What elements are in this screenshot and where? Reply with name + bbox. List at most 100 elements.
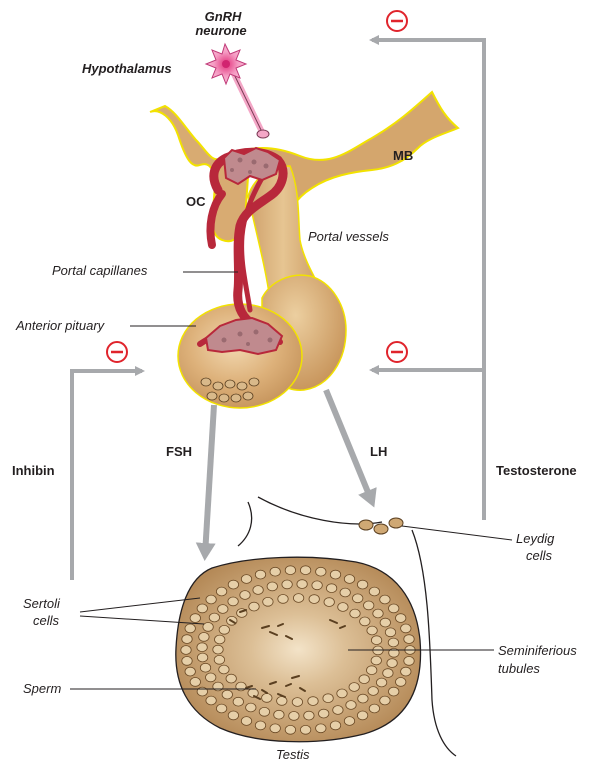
tubule-cell — [389, 604, 399, 613]
lh-label: LH — [370, 444, 387, 459]
tubule-cell — [241, 717, 251, 726]
tubule-cell — [300, 725, 310, 734]
tubule-cell — [368, 687, 378, 696]
tubule-cell — [367, 666, 377, 675]
tubule-cell — [308, 697, 318, 706]
tubule-cell — [219, 665, 229, 674]
tubule-cell — [383, 669, 393, 678]
tubule-cell — [364, 601, 374, 610]
tubule-cell — [389, 687, 399, 696]
tubule-cell — [182, 657, 192, 666]
tubule-cell — [326, 584, 336, 593]
tubule-cell — [270, 567, 280, 576]
tubule-cell — [185, 667, 195, 676]
tubule-cell — [369, 704, 379, 713]
inhibin-label: Inhibin — [12, 463, 55, 478]
tubule-cell — [197, 653, 207, 662]
inhibit-symbol-inhibin-icon — [107, 342, 127, 362]
tubule-cell — [270, 724, 280, 733]
tubule-cell — [404, 657, 414, 666]
tubule-cell — [228, 711, 238, 720]
tubule-cell — [215, 635, 225, 644]
inhibit-symbol-testosterone-pituitary-icon — [387, 342, 407, 362]
tubule-cell — [218, 605, 228, 614]
tubule-cell — [324, 598, 334, 607]
tubule-cell — [376, 678, 386, 687]
tubule-cell — [297, 580, 307, 589]
tubule-cell — [367, 626, 377, 635]
tubule-cell — [360, 617, 370, 626]
tubule-cell — [274, 710, 284, 719]
sertoli-label-line1: Sertoli — [23, 596, 60, 611]
tubule-cell — [369, 587, 379, 596]
tubule-cell — [249, 602, 259, 611]
tubule-cell — [206, 696, 216, 705]
gnrh-label-line1: GnRH — [188, 9, 258, 24]
tubule-cell — [181, 646, 191, 655]
tubule-cell — [259, 707, 269, 716]
tubule-cell — [396, 678, 406, 687]
tubule-cell — [292, 698, 302, 707]
tubule-cell — [380, 595, 390, 604]
tubule-cell — [236, 682, 246, 691]
tubule-cell — [285, 725, 295, 734]
tubule-cell — [388, 638, 398, 647]
tubule-cell — [357, 711, 367, 720]
scrotum-outline-left — [238, 502, 252, 546]
tubule-cell — [385, 628, 395, 637]
tubule-cell — [228, 580, 238, 589]
tubule-cell — [219, 625, 229, 634]
tubule-cell — [319, 709, 329, 718]
tubule-cell — [200, 663, 210, 672]
tubule-cell — [371, 636, 381, 645]
tubule-cell — [387, 659, 397, 668]
mb-label: MB — [393, 148, 413, 163]
tubule-cell — [214, 655, 224, 664]
tubule-cell — [216, 587, 226, 596]
testosterone-label: Testosterone — [496, 463, 577, 478]
gnrh-neurone-icon — [206, 44, 269, 138]
tubule-cell — [304, 711, 314, 720]
tubule-cell — [330, 570, 340, 579]
tubule-cell — [312, 581, 322, 590]
tubule-cell — [338, 603, 348, 612]
tubule-cell — [359, 675, 369, 684]
tubule-cell — [293, 594, 303, 603]
tubule-cell — [255, 721, 265, 730]
tubule-cell — [285, 566, 295, 575]
tubule-cell — [401, 667, 411, 676]
leydig-label-line2: cells — [526, 548, 552, 563]
leydig-label-line1: Leydig — [516, 531, 554, 546]
gnrh-label-line2: neurone — [178, 23, 264, 38]
tubule-cell — [255, 570, 265, 579]
leydig-cells — [359, 518, 403, 534]
tubule-cell — [267, 582, 277, 591]
tubule-cell — [197, 604, 207, 613]
tubule-cell — [316, 567, 326, 576]
tubule-cell — [216, 704, 226, 713]
tubule-cell — [373, 609, 383, 618]
tubule-cell — [240, 591, 250, 600]
tubule-cell — [263, 597, 273, 606]
tubule-cell — [349, 683, 359, 692]
tubule-cell — [358, 694, 368, 703]
tubule-cell — [350, 609, 360, 618]
hypothalamus-label: Hypothalamus — [82, 61, 172, 76]
leader-leydig — [402, 526, 512, 540]
tubule-cell — [353, 594, 363, 603]
testis-label: Testis — [276, 747, 309, 762]
anterior-pituitary-label: Anterior pituary — [16, 318, 104, 333]
tubule-cell — [222, 690, 232, 699]
tubule-cell — [262, 694, 272, 703]
tubule-cell — [346, 701, 356, 710]
tubule-cell — [206, 595, 216, 604]
tubule-cell — [316, 724, 326, 733]
inhibit-symbol-hypothalamus-icon — [387, 11, 407, 31]
tubule-cell — [404, 635, 414, 644]
portal-capillaries-label: Portal capillanes — [52, 263, 147, 278]
tubule-cell — [337, 689, 347, 698]
tubule-cell — [190, 678, 200, 687]
tubule-cell — [300, 566, 310, 575]
sertoli-label-line2: cells — [33, 613, 59, 628]
tubule-cell — [228, 597, 238, 606]
